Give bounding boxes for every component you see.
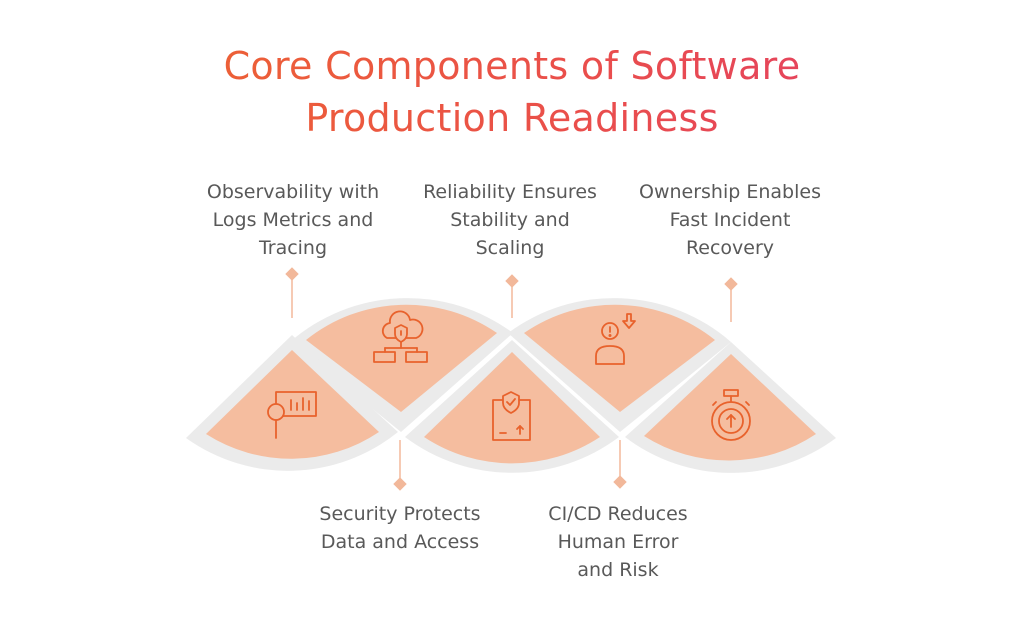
segment-ownership — [625, 342, 836, 473]
label-cicd: CI/CD Reduces Human Error and Risk — [548, 503, 688, 581]
label-observability: Observability with Logs Metrics and Trac… — [206, 181, 380, 259]
segment-security — [290, 298, 513, 432]
label-ownership: Ownership Enables Fast Incident Recovery — [639, 181, 821, 259]
monitor-magnifier-icon — [267, 391, 317, 439]
label-reliability: Reliability Ensures Stability and Scalin… — [423, 181, 597, 259]
connector-cicd — [613, 440, 627, 489]
connector-security — [393, 440, 407, 491]
segment-observability — [186, 335, 398, 471]
label-security: Security Protects Data and Access — [319, 503, 481, 553]
shield-package-icon — [492, 391, 531, 441]
stopwatch-icon — [711, 389, 751, 441]
connector-ownership — [724, 277, 738, 322]
connector-observability — [285, 267, 299, 318]
person-alert-download-icon — [595, 313, 636, 365]
connector-reliability — [505, 274, 519, 318]
cloud-shield-network-icon — [373, 310, 428, 363]
segment-cicd — [508, 298, 731, 432]
